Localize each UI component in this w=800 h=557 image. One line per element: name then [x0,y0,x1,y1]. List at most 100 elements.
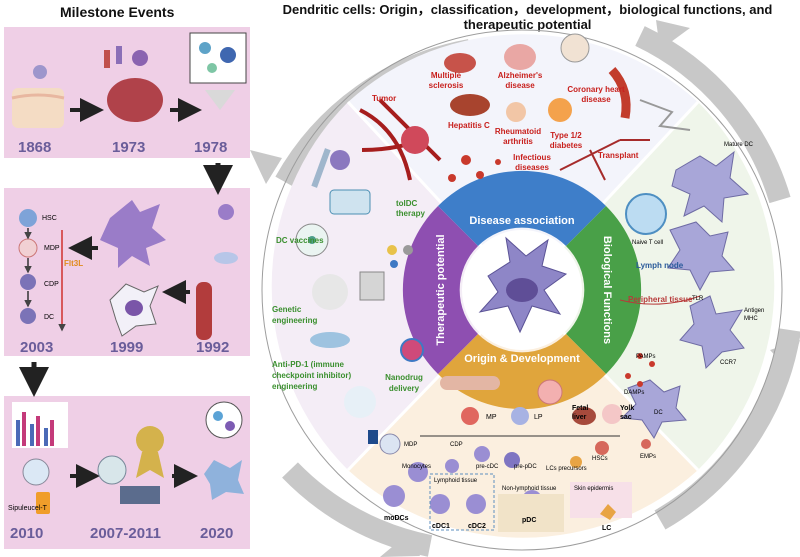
year-1868: 1868 [18,139,51,156]
cycle-arrowhead-top [656,20,690,50]
origin-mdp: MDP [404,442,417,448]
origin-prepdc: pre-pDC [514,464,537,470]
disease-ra-2: arthritis [503,137,533,146]
therapy-nanodrug-1: Nanodrug [385,373,423,382]
cycle-arrowhead-bottom [380,532,420,557]
origin-yolk-2: sac [620,414,632,421]
bio-ccr7: CCR7 [720,360,737,366]
year-1999: 1999 [110,339,143,356]
quadrant-label-right: Biological Functions [601,236,613,344]
origin-fetal-2: liver [572,414,587,421]
year-1992: 1992 [196,339,229,356]
bone-marrow-illustration [196,204,238,340]
year-2010: 2010 [10,525,43,542]
disease-tumor: Tumor [372,94,396,103]
disease-ms-2: sclerosis [429,81,464,90]
origin-illustrations [379,376,651,532]
origin-lp: LP [534,414,543,421]
origin-yolk-1: Yolk [620,405,634,412]
label-flt3l: Flt3L [64,259,83,268]
therapy-antipd1-1: Anti-PD-1 (immune [272,360,345,369]
origin-cdp: CDP [450,442,463,448]
quadrant-right [566,206,642,374]
bio-dc: DC [654,410,663,416]
disease-infectious-2: diseases [515,163,549,172]
label-mdp: MDP [44,245,60,252]
bio-tlr: TLR [692,296,704,302]
origin-hscs: HSCs [592,456,608,462]
quadrant-label-left: Therapeutic potential [435,234,447,345]
bio-mhc: MHC [744,316,758,322]
therapy-illustrations [295,148,424,444]
origin-cdc2: cDC2 [468,523,486,530]
disease-alz-1: Alzheimer's [498,71,543,80]
quadrant-ring [402,170,642,410]
origin-nonlymphoid: Non-lymphoid tissue [502,486,557,492]
milestone-title: Milestone Events [60,4,175,20]
origin-lymphoid: Lymphoid tissue [434,478,478,484]
origin-mp: MP [486,414,497,421]
main-title-line1: Dendritic cells: Origin，classification，d… [282,2,773,17]
immune-checkpoint-illustration [204,401,244,500]
origin-pdc: pDC [522,517,536,524]
disease-ms-1: Multiple [431,71,462,80]
label-cdp: CDP [44,281,59,288]
quadrant-label-top: Disease association [469,215,574,227]
therapy-toldc-1: tolDC [396,199,418,208]
quadrant-left [402,206,478,374]
skin-tissue-illustration [11,65,65,128]
microscopy-illustration [189,32,247,110]
main-title: Dendritic cells: Origin，classification，d… [255,2,800,32]
biofunc-illustrations [619,150,750,439]
origin-fetal-1: Fetal [572,405,588,412]
therapy-genetic-2: engineering [272,316,317,325]
year-2020: 2020 [200,525,233,542]
label-hsc: HSC [42,215,57,222]
bio-naive: Naive T cell [632,240,663,246]
disease-infectious-1: Infectious [513,153,551,162]
bio-lymph: Lymph node [636,261,684,270]
bar-chart-illustration [12,402,68,514]
therapy-nanodrug-2: delivery [389,384,420,393]
therapy-antipd1-3: engineering [272,382,317,391]
disease-chd-1: Coronary heart [567,85,625,94]
bio-antigen: Antigen [744,308,764,314]
central-dc-cell [478,236,568,334]
bio-peripheral: Peripheral tissue [628,295,693,304]
dc-1999-illustration [100,200,166,337]
bio-pamps: PAMPs [636,354,656,360]
origin-emps: EMPs [640,454,656,460]
cycle-arrowhead-left [250,150,282,184]
main-title-line2: therapeutic potential [463,17,592,32]
therapy-antipd1-2: checkpoint inhibitor) [272,371,351,380]
therapy-genetic-1: Genetic [272,305,302,314]
disease-ra-1: Rheumatoid [495,127,541,136]
origin-monocytes: Monocytes [402,464,431,470]
disease-transplant: Transplant [598,151,639,160]
origin-lcprec: LCs precursors [546,466,587,472]
disease-chd-2: disease [581,95,611,104]
disease-diabetes-2: diabetes [550,141,583,150]
origin-precdc: pre-cDC [476,464,499,470]
year-1973: 1973 [112,139,145,156]
disease-illustrations [359,33,691,182]
origin-lc: LC [602,525,611,532]
origin-cdc1: cDC1 [432,523,450,530]
disease-diabetes-1: Type 1/2 [550,131,582,140]
disease-hepc: Hepatitis C [448,121,490,130]
disease-alz-2: disease [505,81,535,90]
hematopoiesis-diagram [18,209,66,332]
year-1978: 1978 [194,139,227,156]
quadrant-top [438,170,606,246]
therapy-dcvacc: DC vaccines [276,236,324,245]
award-illustration [97,426,164,504]
cycle-arrowhead-right [770,340,800,372]
quadrant-label-bottom: Origin & Development [464,353,580,365]
year-2003: 2003 [20,339,53,356]
spleen-illustration [104,46,163,122]
year-2007-2011: 2007-2011 [90,525,161,542]
label-sipuleucel: Sipuleucel-T [8,505,48,512]
quadrant-bottom [438,334,606,410]
origin-skin: Skin epidermis [574,486,613,492]
bio-mature: Mature DC [724,142,754,148]
